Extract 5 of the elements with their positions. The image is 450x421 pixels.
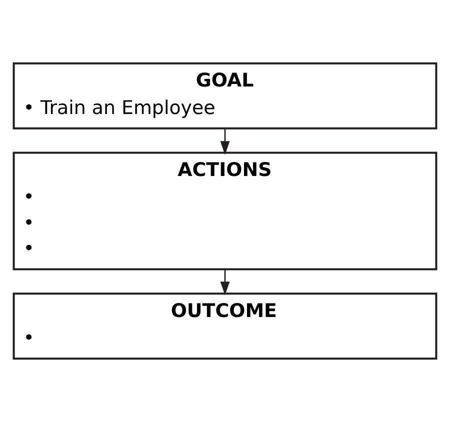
node-box: ACTIONS • • •: [12, 151, 438, 270]
arrow: [220, 128, 230, 154]
node-box: OUTCOME •: [12, 292, 438, 360]
arrow: [220, 269, 230, 295]
node-box: GOAL • Train an Employee: [12, 62, 438, 129]
